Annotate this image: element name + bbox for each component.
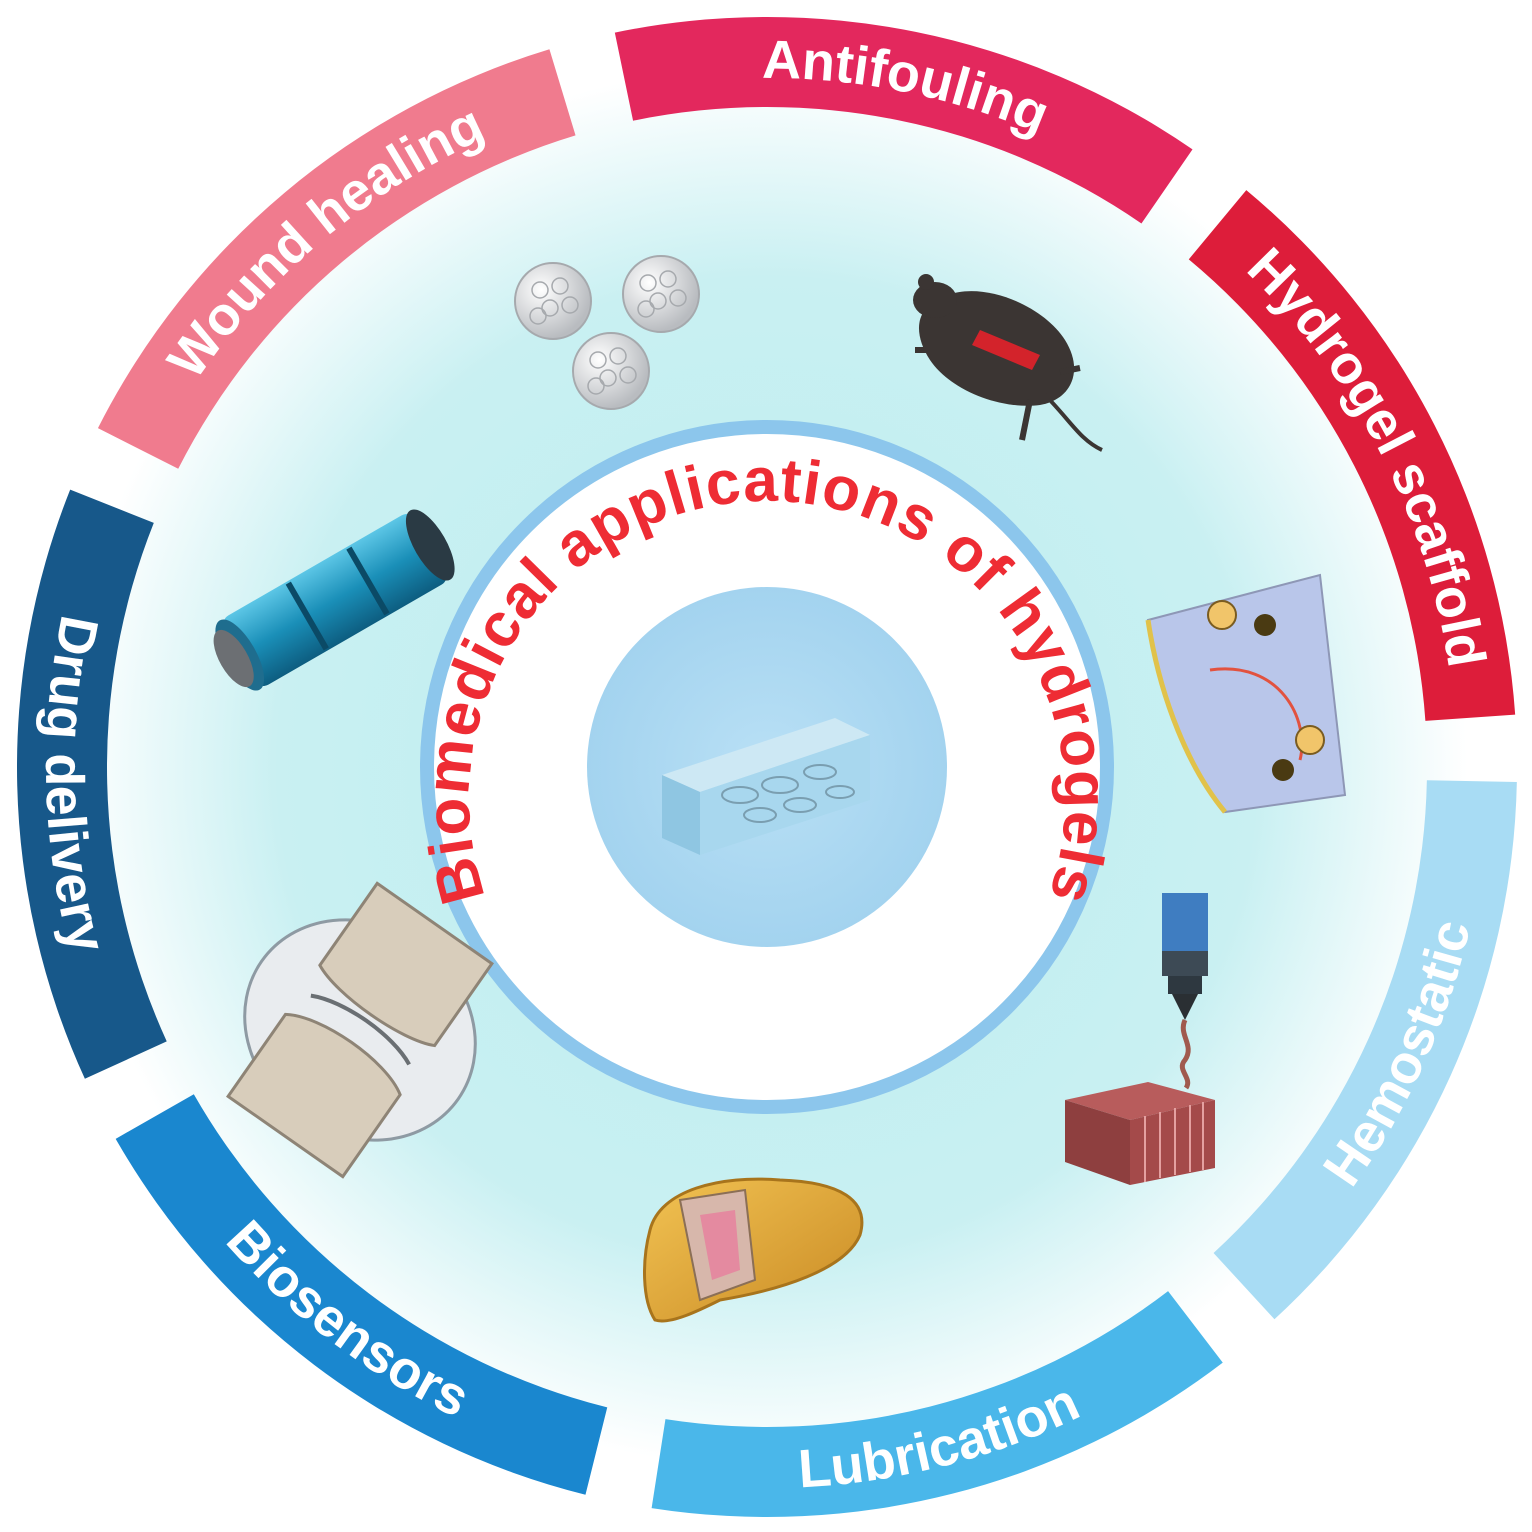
- ring-segment: [651, 1291, 1223, 1517]
- sensor-cylinder-icon: [213, 509, 455, 691]
- mouse-icon: [913, 274, 1103, 452]
- antifouling-surface-icon: [1145, 573, 1347, 814]
- ring-segment: [16, 489, 167, 1079]
- ring-segment: [97, 49, 576, 469]
- joint-icon: [226, 881, 494, 1179]
- ring-segment: [614, 17, 1193, 224]
- ring-segment: [1188, 190, 1516, 721]
- ring-segment: [115, 1094, 608, 1495]
- hydrogel-block-icon: [662, 718, 870, 855]
- 3d-printer-nozzle-icon: [1065, 893, 1215, 1185]
- ring-segment: [1213, 780, 1517, 1320]
- nanoparticles-icon: [514, 255, 700, 410]
- liver-icon: [643, 1177, 864, 1323]
